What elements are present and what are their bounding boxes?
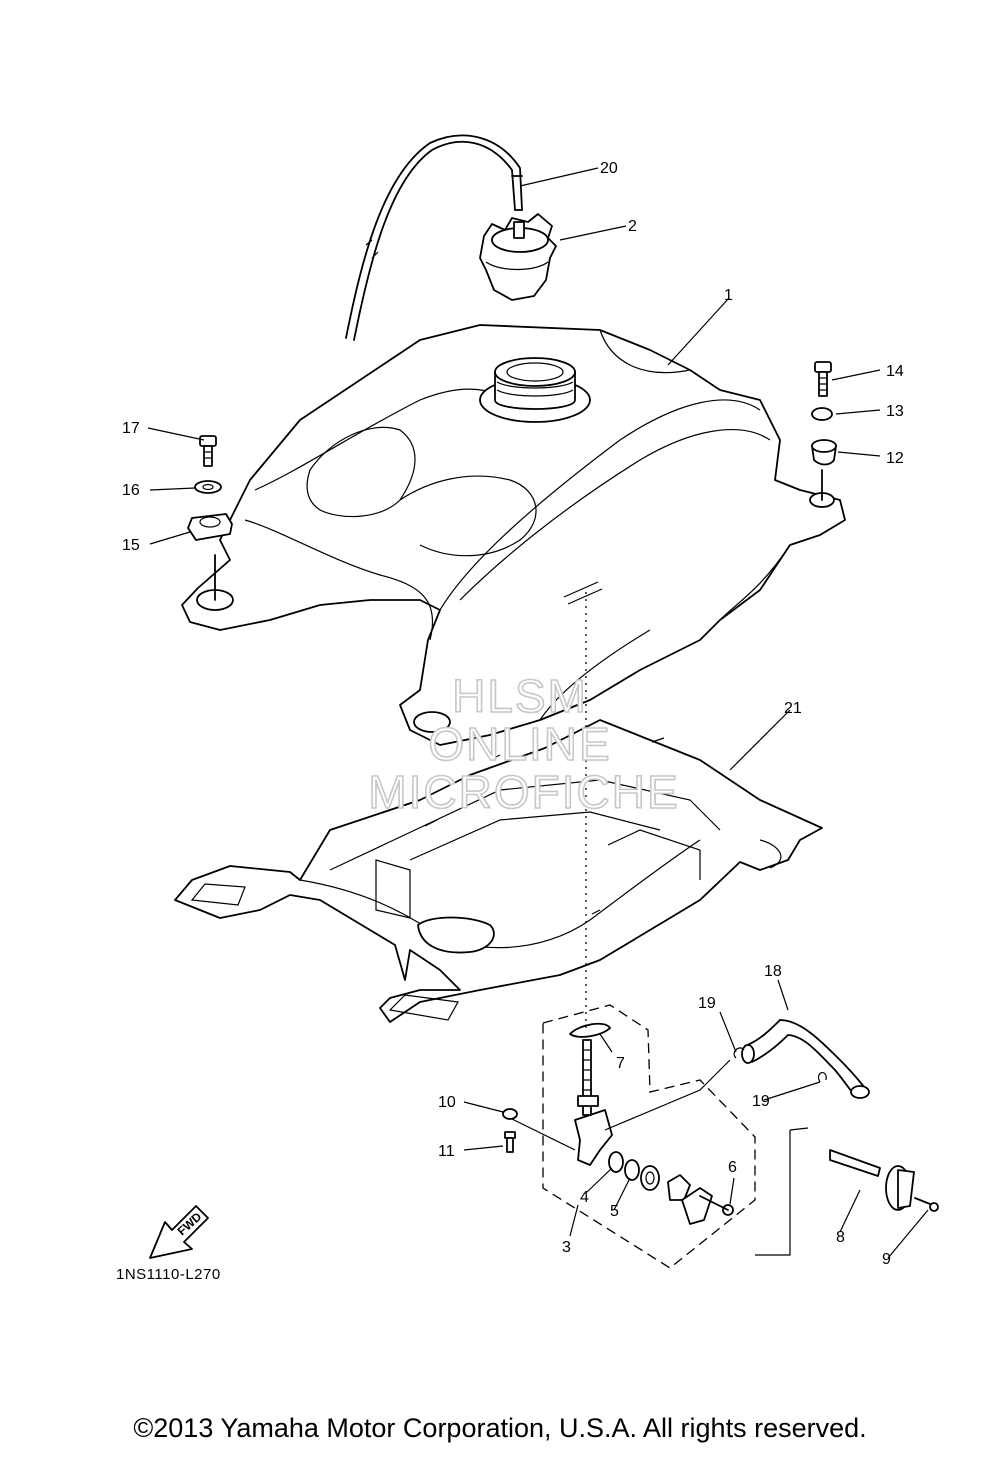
callout-1: 1 [724,287,733,304]
callout-20: 20 [600,160,618,177]
forward-direction-arrow: FWD [149,1205,209,1259]
callout-3: 3 [562,1239,571,1256]
callout-15: 15 [122,537,140,554]
copyright-notice: ©2013 Yamaha Motor Corporation, U.S.A. A… [133,1413,867,1443]
drawing-code: 1NS1110-L270 [116,1266,221,1283]
watermark: HLSM ONLINE MICROFICHE [368,669,679,819]
screw-and-washer [502,1108,518,1153]
watermark-line-2: ONLINE [428,718,611,770]
callout-14: 14 [886,363,904,380]
callout-10: 10 [438,1094,456,1111]
callout-2: 2 [628,218,637,235]
callout-18: 18 [764,963,782,980]
tank-bracket [174,719,823,1023]
callout-13: 13 [886,403,904,420]
leader-lines [147,167,929,1259]
callout-12: 12 [886,450,904,467]
callout-21: 21 [784,700,802,717]
fuel-cock-assembly [509,1004,756,1269]
callout-8: 8 [836,1229,845,1246]
fuel-hose [733,1019,870,1099]
callout-16: 16 [122,482,140,499]
callout-4: 4 [580,1189,589,1206]
watermark-line-3: MICROFICHE [368,766,679,818]
breather-hose [345,134,523,341]
callout-6: 6 [728,1159,737,1176]
callout-19-upper: 19 [698,995,716,1012]
callout-9: 9 [882,1251,891,1268]
callout-7: 7 [616,1055,625,1072]
callout-5: 5 [610,1203,619,1220]
callout-17: 17 [122,420,140,437]
callout-11: 11 [438,1143,455,1160]
right-mount-hardware [811,361,837,466]
watermark-line-1: HLSM [452,670,588,722]
callouts: 1 2 3 4 5 6 7 8 9 10 11 12 13 14 15 16 1… [122,160,904,1268]
tank-outlet-screen [563,581,603,605]
fuel-strainer [755,1127,939,1256]
fuel-cap [479,213,557,301]
fuel-tank [181,324,846,746]
callout-19-lower: 19 [752,1093,770,1110]
left-mount-hardware [187,435,233,541]
